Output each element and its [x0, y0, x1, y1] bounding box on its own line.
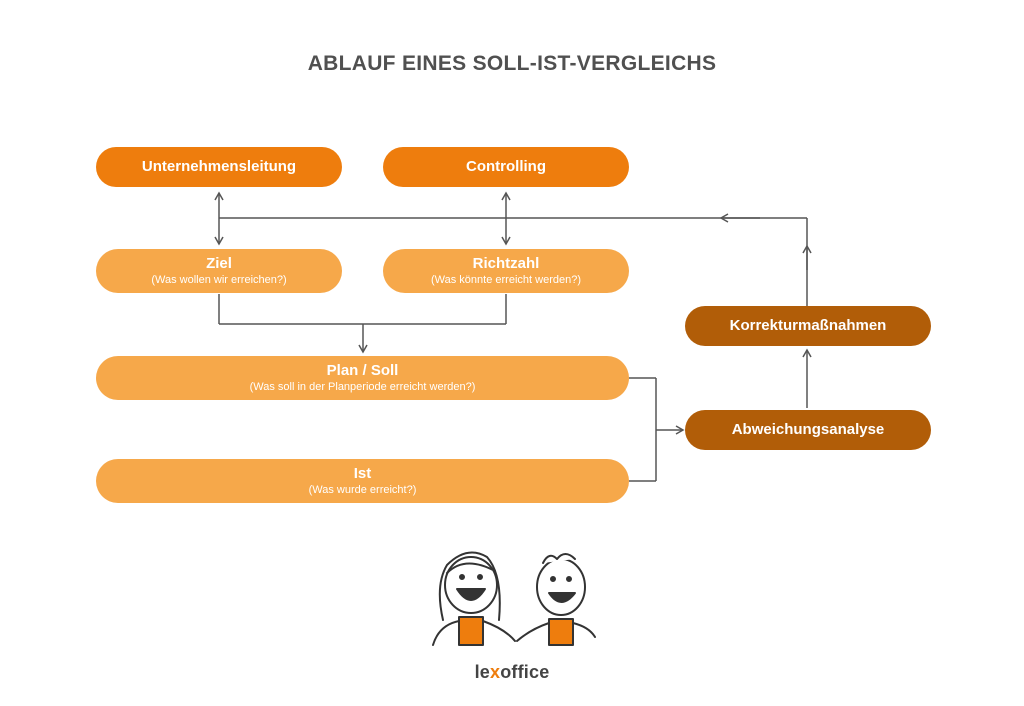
handshake-illustration [432, 551, 596, 646]
node-richtzahl: Richtzahl (Was könnte erreicht werden?) [383, 249, 629, 293]
node-controlling: Controlling [383, 147, 629, 187]
node-abweichungsanalyse: Abweichungsanalyse [685, 410, 931, 450]
node-label: Richtzahl [472, 255, 540, 273]
person-female-icon [432, 551, 516, 646]
node-unternehmensleitung: Unternehmensleitung [96, 147, 342, 187]
node-sublabel: (Was wollen wir erreichen?) [151, 274, 287, 287]
logo-part: office [500, 662, 550, 682]
node-label: Ist [353, 465, 372, 483]
diagram-title: ABLAUF EINES SOLL-IST-VERGLEICHS [307, 52, 717, 75]
node-label: Ziel [206, 255, 232, 273]
node-ist: Ist (Was wurde erreicht?) [96, 459, 629, 503]
node-label: Korrekturmaßnahmen [729, 317, 887, 335]
node-sublabel: (Was wurde erreicht?) [308, 484, 417, 497]
node-sublabel: (Was könnte erreicht werden?) [431, 274, 581, 287]
person-male-icon [516, 553, 596, 646]
node-label: Plan / Soll [326, 362, 399, 380]
node-label: Unternehmensleitung [141, 158, 297, 176]
logo-part: le [474, 662, 490, 682]
node-korrekturmassnahmen: Korrekturmaßnahmen [685, 306, 931, 346]
node-label: Abweichungsanalyse [731, 421, 885, 439]
node-plan-soll: Plan / Soll (Was soll in der Planperiode… [96, 356, 629, 400]
lexoffice-logo: lexoffice [0, 662, 1024, 683]
logo-part-accent: x [489, 662, 501, 682]
node-sublabel: (Was soll in der Planperiode erreicht we… [249, 381, 476, 394]
node-label: Controlling [466, 158, 546, 176]
node-ziel: Ziel (Was wollen wir erreichen?) [96, 249, 342, 293]
